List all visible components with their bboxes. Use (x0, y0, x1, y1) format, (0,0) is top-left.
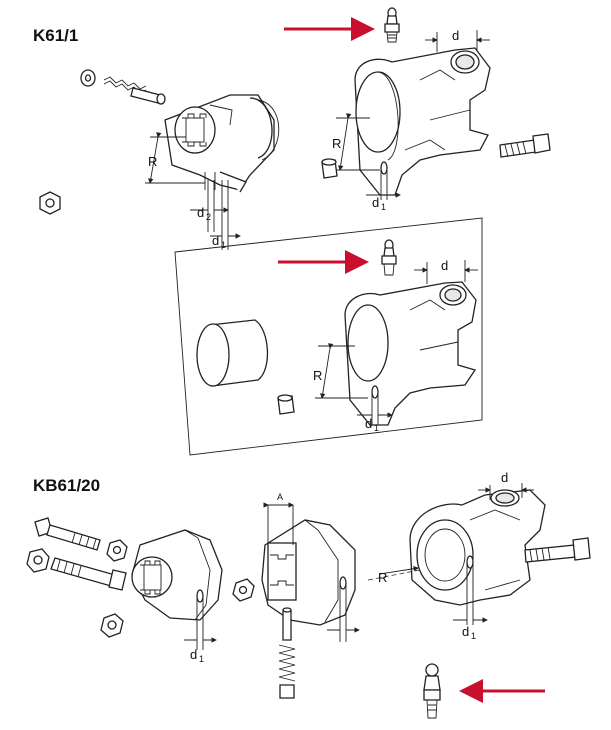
d-label-top: d (452, 28, 459, 43)
d-label-middle: d (441, 258, 448, 273)
splined-hub-middle (261, 519, 356, 642)
dimension-r-bottom: R (367, 566, 421, 585)
d1-subscript-bottom-left: 1 (199, 654, 204, 664)
d2-subscript: 2 (206, 212, 211, 222)
d1-subscript-top-left: 1 (221, 240, 226, 250)
bolt-bottom-left-upper (34, 517, 101, 551)
d1-label-top-left: d (212, 233, 219, 248)
dimension-d-top-right: d (425, 28, 490, 52)
yoke-top-right (354, 47, 491, 200)
dimension-d1-bottom-right: d 1 (453, 620, 487, 641)
d2-label: d (197, 205, 204, 220)
hex-nut-bottom-middle (232, 578, 255, 602)
dimension-d1-bottom-left: d 1 (184, 640, 216, 664)
d1-subscript-top-right: 1 (381, 202, 386, 212)
r-label-bottom: R (378, 570, 387, 585)
grease-nipple-bottom (423, 663, 441, 719)
section-label-k61-1: K61/1 (33, 26, 79, 45)
dimension-d1-top-right: d 1 (366, 195, 400, 212)
bolt-top-right (499, 133, 551, 158)
hex-nut-bottom-left-3 (100, 613, 124, 638)
hex-nut-bottom-left-2 (26, 548, 50, 573)
dimension-r-middle: R (313, 343, 368, 399)
spring-bottom (278, 644, 296, 682)
dimension-d2-d1-top-left: d 2 d 1 (190, 180, 240, 250)
hex-nut-bottom-left-1 (106, 539, 128, 562)
sleeve-part (196, 319, 269, 387)
d1-label-bottom-right: d (462, 624, 469, 639)
bushing-middle (277, 394, 295, 415)
bolt-bottom-right (524, 537, 591, 563)
splined-flange-hub (131, 529, 223, 650)
bolt-bottom-left-lower (50, 557, 127, 591)
dimension-a: A (263, 492, 294, 545)
d1-label-top-right: d (372, 195, 379, 210)
d-label-bottom: d (501, 470, 508, 485)
yoke-middle (344, 281, 477, 426)
washer-part (80, 69, 96, 87)
alternative-variant-plane (174, 217, 483, 456)
d1-subscript-middle: 1 (374, 423, 379, 433)
d1-label-middle: d (365, 416, 372, 431)
r-label: R (148, 154, 157, 169)
dimension-r-top-right: R (332, 113, 380, 171)
d1-subscript-bottom-right: 1 (471, 631, 476, 641)
grease-nipple-middle (381, 239, 397, 276)
section-label-kb61-20: KB61/20 (33, 476, 101, 495)
locking-pin-part (130, 87, 166, 105)
dimension-d-bottom: d (478, 470, 534, 500)
plunger-bottom (279, 684, 295, 699)
a-label: A (277, 492, 283, 502)
dimension-r-top-left: R (145, 132, 205, 184)
grease-screw (282, 607, 292, 641)
yoke-bottom-right (409, 489, 546, 625)
r-label-middle: R (313, 368, 322, 383)
dimension-d-middle: d (414, 258, 478, 284)
d1-label-bottom-left: d (190, 647, 197, 662)
splined-yoke-hub (164, 94, 280, 193)
dimension-d1-middle: d 1 (357, 415, 392, 433)
hex-nut-part (39, 191, 61, 215)
bushing-top (321, 158, 338, 179)
r-label-top-right: R (332, 136, 341, 151)
grease-nipple-top (384, 7, 400, 43)
